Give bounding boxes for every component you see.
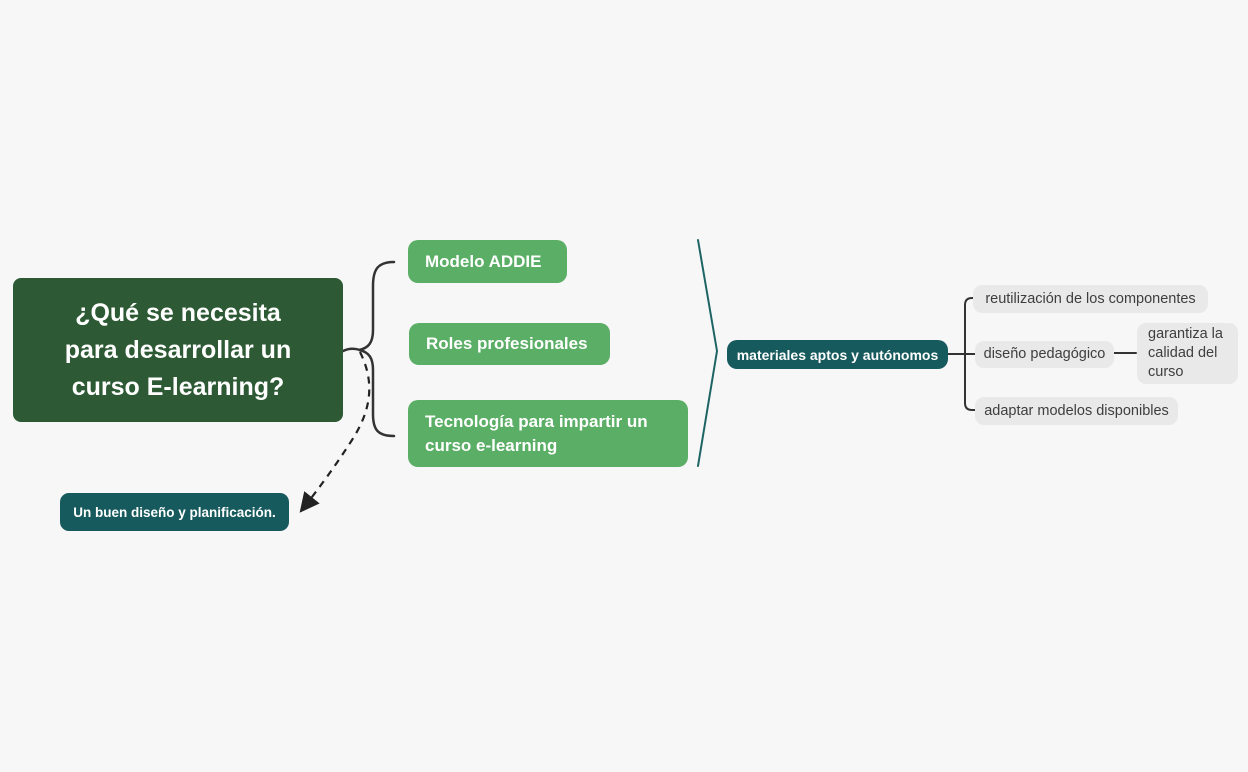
node-reutilizacion[interactable]: reutilización de los componentes: [973, 285, 1208, 313]
node-modelo-addie[interactable]: Modelo ADDIE: [408, 240, 567, 283]
node-root-label: ¿Qué se necesita para desarrollar un cur…: [64, 298, 292, 401]
node-modelo-addie-label: Modelo ADDIE: [425, 251, 542, 271]
node-tecnologia-label: Tecnología para impartir un curso e-lear…: [425, 411, 648, 455]
node-garantiza[interactable]: garantiza la calidad del curso: [1137, 323, 1238, 384]
node-roles-profesionales[interactable]: Roles profesionales: [409, 323, 610, 365]
node-reutilizacion-label: reutilización de los componentes: [985, 290, 1196, 307]
node-diseno-pedagogico-label: diseño pedagógico: [983, 346, 1106, 362]
node-materiales[interactable]: materiales aptos y autónomos: [727, 340, 948, 369]
node-buen-diseno[interactable]: Un buen diseño y planificación.: [60, 493, 289, 531]
root-branches-brace: [358, 260, 396, 438]
node-adaptar-label: adaptar modelos disponibles: [984, 402, 1169, 419]
node-diseno-pedagogico[interactable]: diseño pedagógico: [975, 341, 1114, 368]
root-connector-line: [341, 347, 362, 353]
node-buen-diseno-label: Un buen diseño y planificación.: [73, 504, 276, 520]
node-garantiza-label: garantiza la calidad del curso: [1148, 326, 1223, 380]
materiales-children-bracket: [947, 297, 977, 411]
node-adaptar[interactable]: adaptar modelos disponibles: [975, 397, 1178, 425]
node-tecnologia[interactable]: Tecnología para impartir un curso e-lear…: [408, 400, 688, 467]
node-root[interactable]: ¿Qué se necesita para desarrollar un cur…: [13, 278, 343, 422]
branches-materiales-chevron: [697, 239, 719, 467]
node-materiales-label: materiales aptos y autónomos: [736, 346, 939, 363]
node-roles-profesionales-label: Roles profesionales: [426, 334, 588, 353]
